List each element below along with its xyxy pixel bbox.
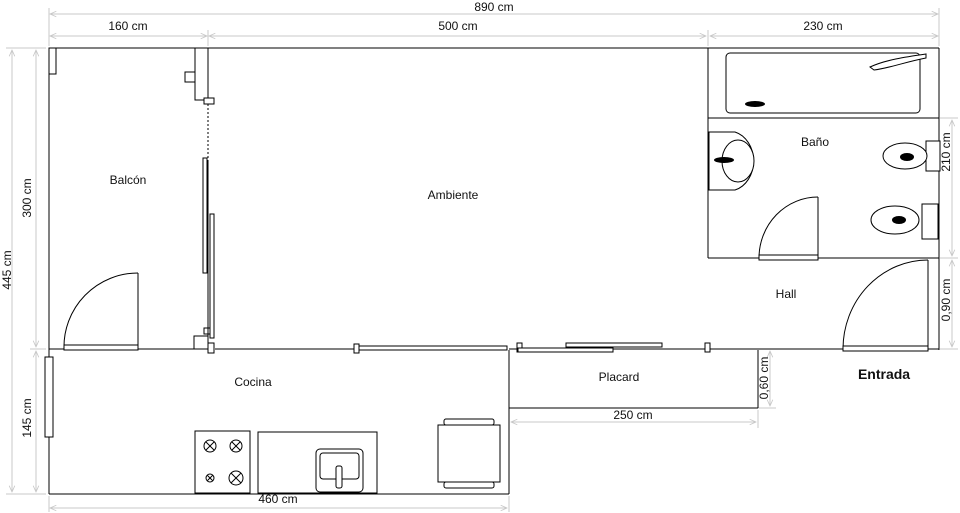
kitchen-opening — [353, 343, 508, 354]
room-label-ambiente: Ambiente — [428, 188, 479, 202]
kitchen-window — [44, 356, 54, 438]
dim-bano-width: 230 cm — [803, 19, 842, 33]
kitchen-counter-sink — [257, 431, 378, 494]
washbasin — [708, 131, 755, 191]
dim-ambiente-width: 500 cm — [438, 19, 477, 33]
dim-placard-depth: 0,60 cm — [757, 357, 771, 400]
balcony-door — [63, 272, 139, 351]
dim-cocina-width: 460 cm — [258, 492, 297, 506]
dim-balcon-height: 300 cm — [20, 178, 34, 217]
entrance-label: Entrada — [858, 366, 910, 382]
balcony-corner-post — [48, 47, 57, 75]
dim-balcon-width: 160 cm — [108, 19, 147, 33]
bathroom-door — [758, 196, 819, 261]
room-label-balcon: Balcón — [110, 173, 147, 187]
dim-total-width: 890 cm — [474, 0, 513, 14]
dim-total-height: 445 cm — [0, 250, 14, 289]
dim-placard-width: 250 cm — [613, 408, 652, 422]
bathtub — [725, 52, 927, 114]
room-label-placard: Placard — [599, 370, 640, 384]
dim-cocina-height: 145 cm — [20, 398, 34, 437]
dim-hall-height: 0,90 cm — [939, 279, 953, 322]
bidet — [870, 203, 939, 240]
room-label-cocina: Cocina — [234, 375, 272, 389]
entrance-door — [842, 259, 929, 352]
dim-bano-height: 210 cm — [939, 132, 953, 171]
balcony-sliding-window — [184, 47, 215, 354]
refrigerator — [437, 418, 501, 489]
room-label-hall: Hall — [776, 287, 797, 301]
toilet — [882, 140, 941, 172]
stove — [194, 430, 251, 494]
room-label-bano: Baño — [801, 135, 829, 149]
placard-sliding-doors — [516, 342, 711, 353]
